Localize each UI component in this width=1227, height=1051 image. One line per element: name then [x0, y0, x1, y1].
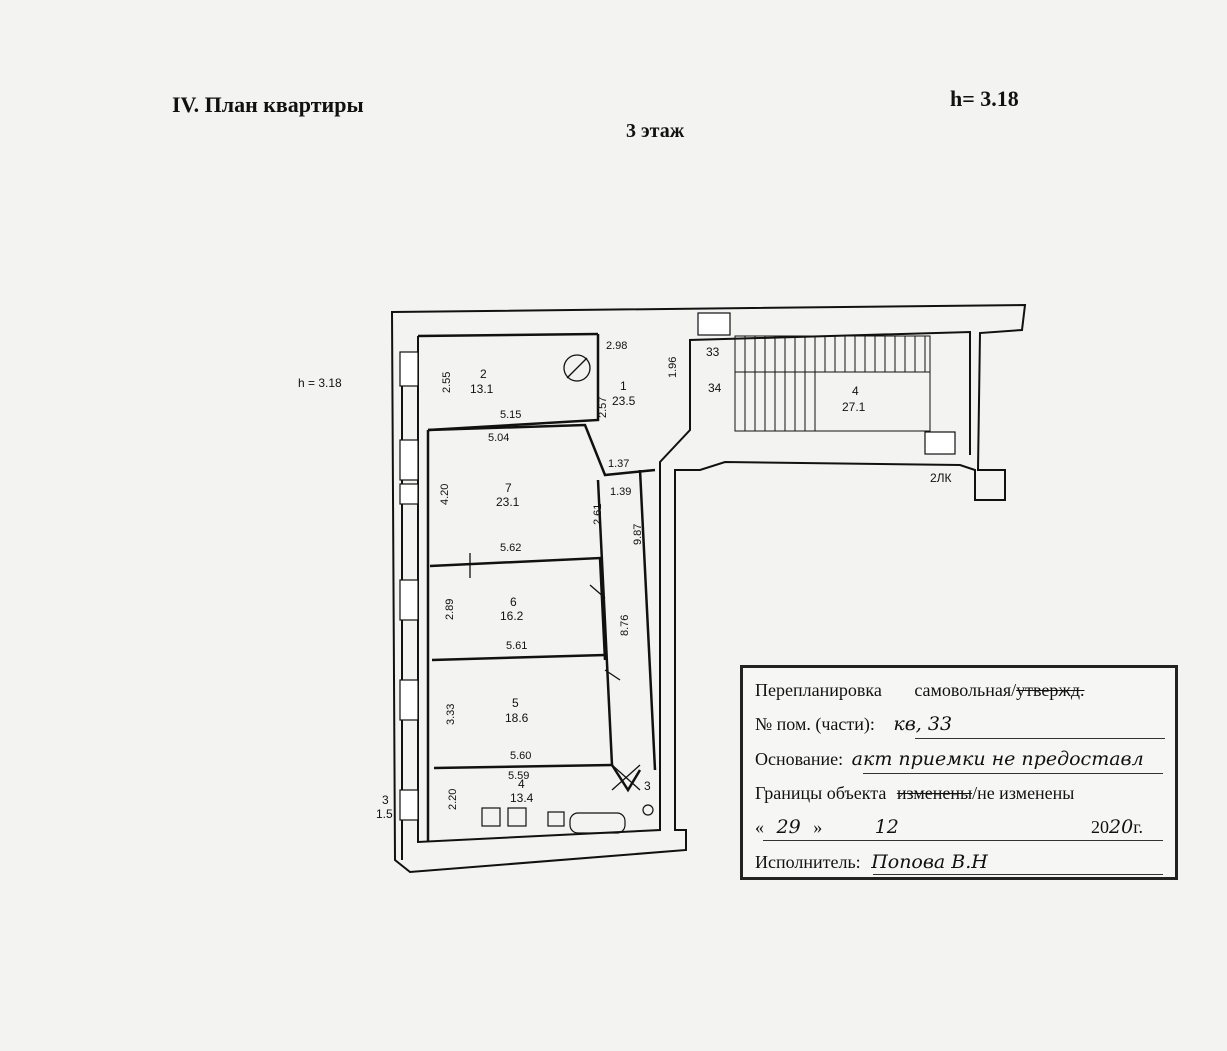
flat-label-34: 34: [708, 381, 722, 395]
stamp-line-2: № пом. (части): кв, 33: [755, 713, 952, 735]
room-4-dim-a: 5.59: [508, 770, 529, 782]
stamp-day: 29: [776, 816, 801, 838]
stamp-executor-label: Исполнитель:: [755, 852, 861, 872]
room-1-number: 1: [620, 379, 627, 393]
bath-label: 3: [644, 779, 651, 793]
room-6-dim-a: 2.89: [444, 599, 456, 620]
stamp-line-1: Перепланировка самовольная/утвержд.: [755, 680, 1084, 701]
room-4-area: 13.4: [510, 791, 534, 805]
room-2-dim-a: 2.55: [441, 372, 453, 393]
stamp-year-prefix: 20: [1091, 817, 1109, 837]
room-4-dim-b: 2.20: [447, 789, 459, 810]
room-6-number: 6: [510, 595, 517, 609]
staircase: [734, 335, 931, 432]
outside-number: 3: [382, 793, 389, 807]
stamp-bounds-label: Границы объекта: [755, 783, 887, 803]
stamp-line-4: Границы объекта изменены/не изменены: [755, 783, 1074, 804]
room-7-area: 23.1: [496, 495, 520, 509]
room-5-dim-b: 5.60: [510, 750, 531, 762]
stamp-line-5: « 29 » 12 2020г.: [755, 816, 1175, 838]
corridor-dim-a: 1.37: [608, 458, 629, 470]
plan-title: IV. План квартиры: [172, 92, 364, 117]
floor-label: 3 этаж: [626, 120, 685, 142]
corridor-dim-b: 1.39: [610, 486, 631, 498]
room-2-dim-b: 5.15: [500, 409, 521, 421]
stamp-year-suffix: г.: [1133, 817, 1144, 837]
room-7-number: 7: [505, 481, 512, 495]
flat-label-33: 33: [706, 345, 720, 359]
room-7-dim-a: 5.04: [488, 432, 509, 444]
ceiling-height: h= 3.18: [950, 86, 1019, 111]
stamp-room-label: № пом. (части):: [755, 714, 875, 734]
side-height-label: h = 3.18: [298, 376, 342, 390]
stair-number: 4: [852, 384, 859, 398]
stamp-approved-struck: утвержд.: [1016, 680, 1085, 700]
stamp-changed-struck: изменены: [896, 783, 973, 803]
room-7-dim-d: 2.61: [592, 504, 604, 525]
room-5-area: 18.6: [505, 711, 529, 725]
room-7-dim-b: 4.20: [439, 484, 451, 505]
room-6-area: 16.2: [500, 609, 524, 623]
room-2-number: 2: [480, 367, 487, 381]
interior-walls: [417, 332, 657, 842]
stamp-year: 2020г.: [1091, 816, 1143, 838]
room-2-area: 13.1: [470, 382, 494, 396]
corridor-dim-c: 9.87: [632, 524, 644, 545]
stamp-quote-close: »: [813, 817, 823, 837]
stamp-line-6: Исполнитель: Попова В.Н: [755, 851, 988, 873]
stamp-executor-value: Попова В.Н: [871, 851, 988, 873]
door-marks: [469, 354, 641, 791]
bath-fixtures: [481, 804, 654, 834]
stamp-unauthorized: самовольная/: [914, 680, 1017, 700]
room-4-number: 4: [518, 777, 525, 791]
room-5-dim-a: 3.33: [445, 704, 457, 725]
stamp-room-value: кв, 33: [893, 713, 953, 735]
stamp-unchanged: /не изменены: [972, 783, 1075, 803]
stamp-month: 12: [874, 816, 899, 838]
room-1-dim-b: 1.96: [667, 357, 679, 378]
stamp-year-handwritten: 20: [1109, 816, 1134, 838]
room-7-dim-c: 5.62: [500, 542, 521, 554]
stamp-redev-label: Перепланировка: [755, 680, 882, 700]
room-1-dim-c: 2.57: [597, 397, 609, 418]
room-1-dim-a: 2.98: [606, 340, 627, 352]
room-1-area: 23.5: [612, 394, 636, 408]
stamp-basis-value: акт приемки не предоставл: [851, 748, 1144, 770]
room-5-number: 5: [512, 696, 519, 710]
stamp-quote-open: «: [755, 817, 764, 837]
stamp-line-3: Основание: акт приемки не предоставл: [755, 748, 1144, 770]
approval-stamp: Перепланировка самовольная/утвержд. № по…: [740, 665, 1178, 880]
stamp-basis-label: Основание:: [755, 749, 844, 769]
stair-label: 2ЛК: [930, 471, 952, 485]
stair-area: 27.1: [842, 400, 866, 414]
room-6-dim-c: 8.76: [619, 615, 631, 636]
outside-area: 1.5: [376, 807, 393, 821]
room-6-dim-b: 5.61: [506, 640, 527, 652]
window-niches: [399, 312, 956, 821]
